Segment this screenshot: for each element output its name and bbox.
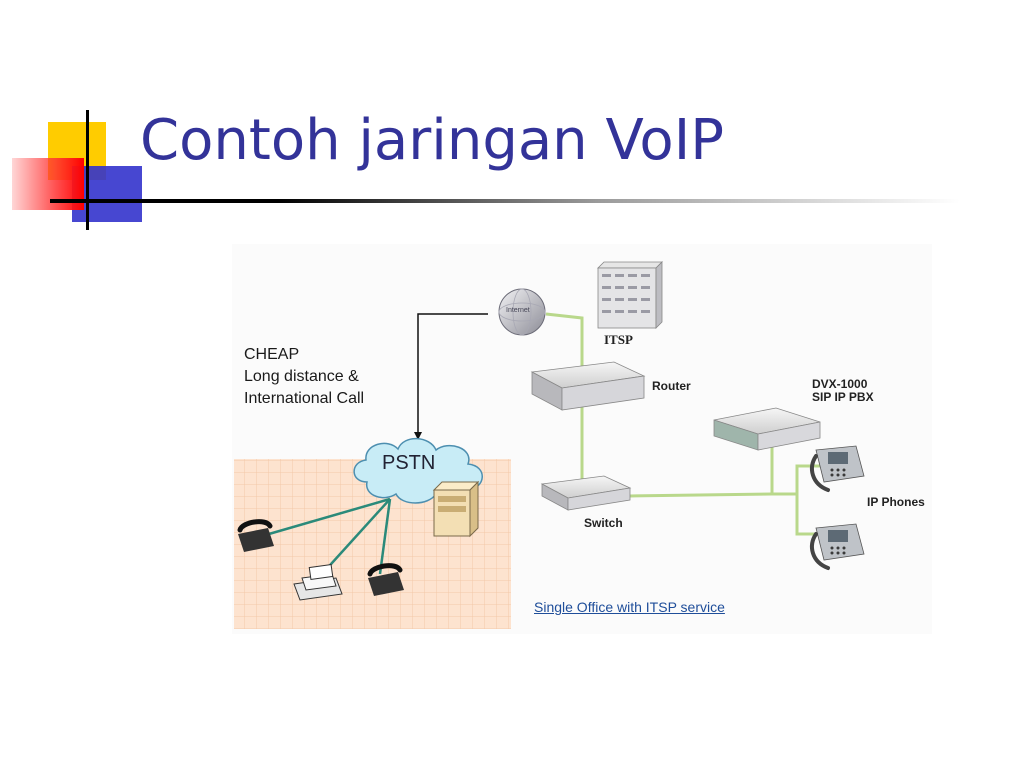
switch-icon bbox=[540, 475, 632, 511]
diagram-caption: Single Office with ITSP service bbox=[534, 599, 725, 615]
diagram-graphics bbox=[232, 244, 932, 634]
pbx-cabinet-icon bbox=[432, 480, 480, 538]
internet-label: Internet bbox=[506, 307, 530, 314]
ip-phones-label: IP Phones bbox=[867, 495, 925, 509]
router-icon bbox=[530, 361, 646, 411]
note-line: CHEAP bbox=[244, 346, 300, 363]
arrow-down-icon bbox=[414, 432, 422, 440]
note-line: International Call bbox=[244, 390, 365, 407]
internet-pstn-connector bbox=[417, 313, 488, 437]
title-ornament bbox=[12, 110, 142, 230]
globe-icon bbox=[498, 288, 546, 336]
switch-label: Switch bbox=[584, 516, 623, 530]
phone-icon bbox=[367, 563, 404, 596]
phone-icon bbox=[810, 523, 865, 570]
fax-icon bbox=[293, 563, 343, 601]
server-rack-icon bbox=[597, 261, 663, 329]
note-line: Long distance & bbox=[244, 368, 359, 385]
phone-icon bbox=[237, 519, 274, 552]
phone-icon bbox=[810, 445, 865, 492]
title-underline bbox=[50, 199, 960, 203]
slide-title: Contoh jaringan VoIP bbox=[140, 108, 724, 173]
pstn-links bbox=[261, 497, 392, 575]
pbx-label-line: DVX-1000 bbox=[812, 377, 868, 391]
pbx-label-line: SIP IP PBX bbox=[812, 390, 874, 404]
cheap-call-note: CHEAP Long distance & International Call bbox=[244, 344, 364, 410]
pstn-label: PSTN bbox=[382, 452, 436, 474]
itsp-label: ITSP bbox=[604, 332, 633, 347]
pbx-icon bbox=[713, 407, 821, 451]
voip-network-diagram: CHEAP Long distance & International Call… bbox=[232, 244, 932, 634]
router-label: Router bbox=[652, 379, 691, 393]
pbx-label: DVX-1000 SIP IP PBX bbox=[812, 378, 874, 404]
